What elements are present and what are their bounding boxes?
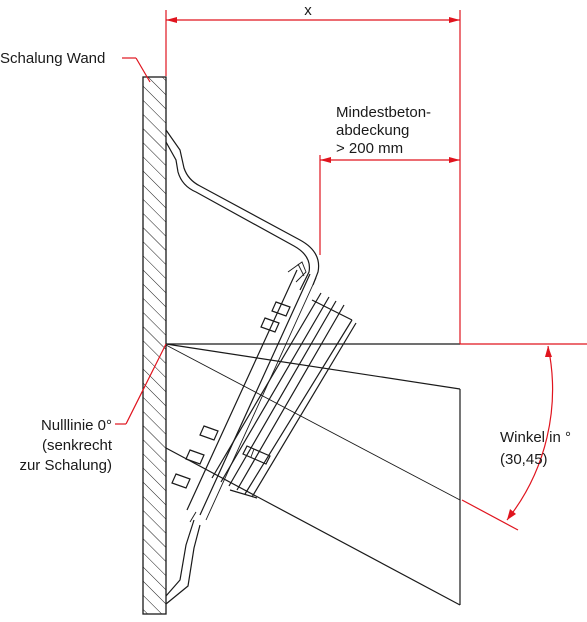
min-cover-label-line-3: > 200 mm (336, 140, 403, 157)
formwork-label: Schalung Wand (0, 50, 105, 67)
dimension-x (165, 10, 461, 344)
sleeve-assembly (171, 261, 357, 521)
zero-line-label-line-3: zur Schalung) (19, 457, 112, 474)
zero-line-leader (115, 343, 167, 425)
formwork-wall (142, 76, 167, 615)
pipe-body (165, 343, 461, 606)
dimension-x-label: x (304, 2, 312, 19)
angle-label-line-2: (30,45) (500, 451, 548, 468)
min-cover-label-line-1: Mindestbeton- (336, 104, 431, 121)
angle-dimension (460, 343, 587, 531)
zero-line-label-line-2: (senkrecht (42, 437, 113, 454)
dimension-min-cover (319, 155, 460, 255)
angle-label-line-1: Winkel in ° (500, 429, 571, 446)
bracket (165, 129, 320, 605)
formwork-leader (122, 57, 151, 83)
zero-line-label-line-1: Nulllinie 0° (41, 417, 112, 434)
min-cover-label-line-2: abdeckung (336, 122, 409, 139)
